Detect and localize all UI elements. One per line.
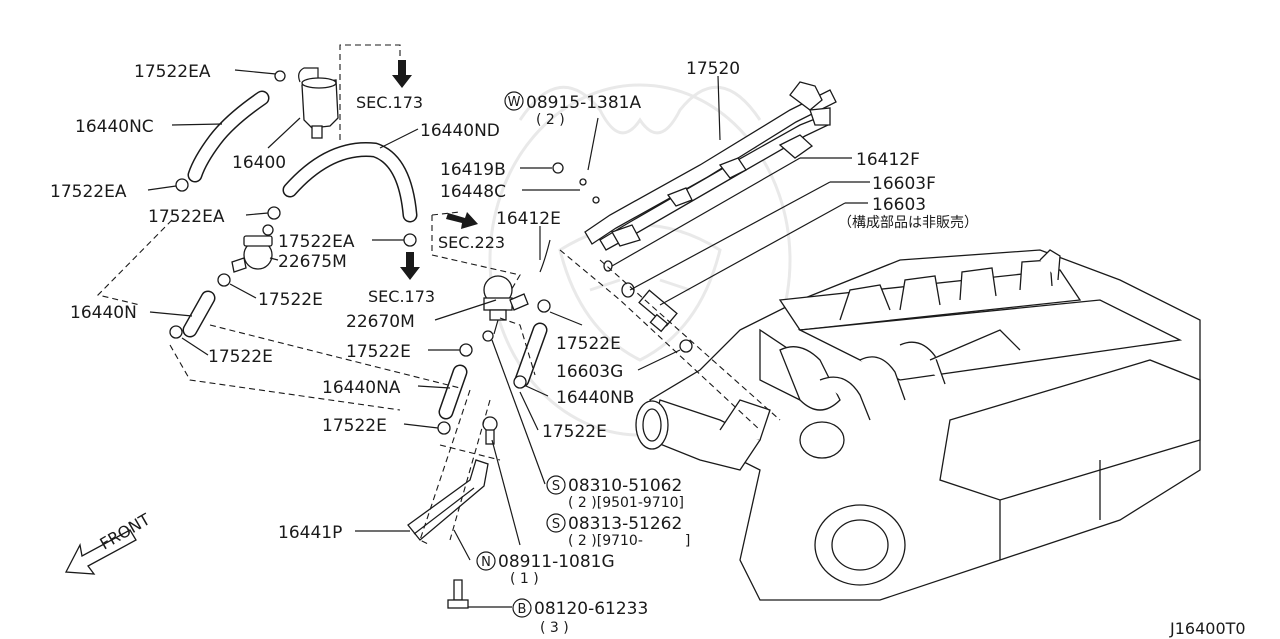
pressure-regulator [483, 275, 529, 335]
fuel-damper [231, 224, 274, 273]
hoses [182, 90, 551, 420]
dashed-guides [96, 44, 781, 546]
label-22675m: 22675M [278, 252, 347, 272]
label-16603g: 16603G [556, 362, 623, 382]
label-17522ea-3: 17522EA [148, 207, 225, 227]
label-17522ea-4: 17522EA [278, 232, 355, 252]
label-16440na: 16440NA [322, 378, 401, 398]
label-17522e-1: 17522E [258, 290, 323, 310]
w-part-number: 08915-1381A [526, 93, 641, 113]
fuel-rail [584, 81, 837, 251]
label-22670m: 22670M [346, 312, 415, 332]
engine-block [635, 249, 1201, 601]
fuel-tube [407, 330, 498, 609]
section-arrows [392, 60, 478, 280]
label-17522e-6: 17522E [542, 422, 607, 442]
label-16440n: 16440N [70, 303, 137, 323]
label-16419b: 16419B [440, 160, 506, 180]
label-16440nb: 16440NB [556, 388, 634, 408]
label-16440nd: 16440ND [420, 121, 500, 141]
section-ref-173-mid: SEC.173 [368, 287, 435, 306]
label-16412f: 16412F [856, 150, 920, 170]
section-references: SEC.173 SEC.223 SEC.173 [356, 93, 505, 306]
label-17520: 17520 [686, 59, 740, 79]
fastener-labels: 08915-1381A ( 2 ) 08310-51062 ( 2 )[9501… [498, 93, 690, 636]
s1-part-number: 08310-51062 [568, 476, 682, 496]
s2-quantity: ( 2 )[9710- ] [568, 533, 690, 549]
section-ref-173-top: SEC.173 [356, 93, 423, 112]
n-part-number: 08911-1081G [498, 552, 615, 572]
b-part-number: 08120-61233 [534, 599, 648, 619]
badge-n [476, 551, 496, 571]
label-17522e-4: 17522E [322, 416, 387, 436]
label-17522e-3: 17522E [346, 342, 411, 362]
badge-w-letter: W [508, 95, 521, 110]
label-16603: 16603 [872, 195, 926, 215]
diagram-code: J16400T0 [1169, 619, 1246, 638]
badge-b-letter: B [518, 602, 527, 617]
label-17522e-5: 17522E [556, 334, 621, 354]
fastener-badges: W S S N B [476, 91, 566, 618]
badge-n-letter: N [481, 555, 491, 570]
label-17522ea-top: 17522EA [134, 62, 211, 82]
injector [603, 260, 693, 353]
label-16603-note: （構成部品は非販売） [838, 215, 978, 231]
badge-s1-letter: S [552, 479, 560, 494]
front-indicator: FRONT [64, 510, 154, 575]
badge-b [512, 598, 532, 618]
badge-s2 [546, 513, 566, 533]
label-17522ea-2: 17522EA [50, 182, 127, 202]
section-ref-223: SEC.223 [438, 233, 505, 252]
n-quantity: ( 1 ) [510, 571, 539, 587]
b-quantity: ( 3 ) [540, 620, 569, 636]
s2-part-number: 08313-51262 [568, 514, 682, 534]
leader-lines [147, 69, 870, 608]
label-17522e-2: 17522E [208, 347, 273, 367]
part-labels: 17522EA 16440NC 16400 17522EA 17522EA 17… [50, 59, 978, 543]
hose-clamps [169, 70, 600, 435]
label-16440nc: 16440NC [75, 117, 154, 137]
label-16441p: 16441P [278, 523, 342, 543]
label-16603f: 16603F [872, 174, 936, 194]
label-16400: 16400 [232, 153, 286, 173]
label-16412e: 16412E [496, 209, 561, 229]
badge-s2-letter: S [552, 517, 560, 532]
s1-quantity: ( 2 )[9501-9710] [568, 495, 684, 511]
badge-w [504, 91, 524, 111]
fuel-filter [298, 67, 339, 139]
front-label: FRONT [97, 510, 154, 554]
label-16448c: 16448C [440, 182, 506, 202]
w-quantity: ( 2 ) [536, 112, 565, 128]
badge-s1 [546, 475, 566, 495]
